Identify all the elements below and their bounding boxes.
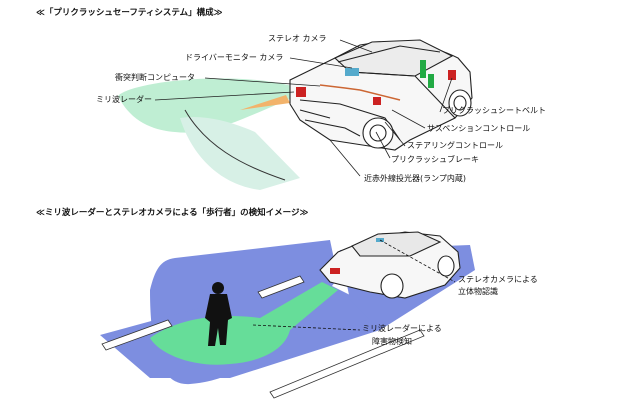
ir-beam bbox=[240, 95, 290, 110]
label-mmw-radar: ミリ波レーダー bbox=[96, 95, 152, 104]
label-driver-monitor: ドライバーモニター カメラ bbox=[185, 53, 284, 62]
wiring-2 bbox=[359, 89, 401, 101]
label-radar-detection-2: 障害物検知 bbox=[372, 337, 412, 346]
leaders-top bbox=[154, 39, 453, 177]
label-brake: プリクラッシュブレーキ bbox=[391, 155, 479, 164]
radar-unit-red bbox=[296, 87, 306, 97]
car-bottom bbox=[319, 231, 461, 299]
brake-unit-red bbox=[373, 97, 381, 105]
detection-outline bbox=[184, 109, 286, 181]
label-collision-computer: 衝突判断コンピュータ bbox=[115, 73, 195, 82]
label-suspension: サスペンションコントロール bbox=[427, 124, 531, 133]
section1-title: ≪「プリクラッシュセーフティシステム」構成≫ bbox=[36, 8, 223, 18]
seat-green-2 bbox=[428, 74, 434, 88]
road-stripe-2 bbox=[257, 275, 305, 299]
radar-unit-bottom bbox=[330, 268, 340, 274]
pedestrian bbox=[205, 282, 232, 346]
wiring bbox=[319, 84, 361, 91]
label-stereo-recognition-1: ステレオカメラによる bbox=[458, 275, 538, 284]
section2-title: ≪ミリ波レーダーとステレオカメラによる「歩行者」の検知イメージ≫ bbox=[36, 208, 309, 218]
label-radar-detection-1: ミリ波レーダーによる bbox=[362, 324, 442, 333]
label-near-ir: 近赤外線投光器(ランプ内蔵) bbox=[364, 174, 467, 183]
label-steering: ステアリングコントロール bbox=[407, 141, 503, 150]
seatbelt-unit-red bbox=[448, 70, 456, 80]
label-stereo-recognition-2: 立体物認識 bbox=[458, 287, 498, 296]
camera-unit bbox=[345, 68, 359, 76]
label-seatbelt: プリクラッシュシートベルト bbox=[442, 106, 546, 115]
seat-green bbox=[420, 60, 426, 78]
label-stereo-camera: ステレオ カメラ bbox=[268, 34, 327, 43]
road-edge bbox=[269, 329, 425, 399]
radar-field-bottom bbox=[150, 282, 338, 365]
leaders-bottom bbox=[252, 239, 456, 331]
camera-area-top bbox=[180, 116, 300, 190]
radar-area-top bbox=[118, 78, 292, 133]
road-stripe bbox=[101, 319, 173, 351]
car-top bbox=[289, 39, 473, 151]
